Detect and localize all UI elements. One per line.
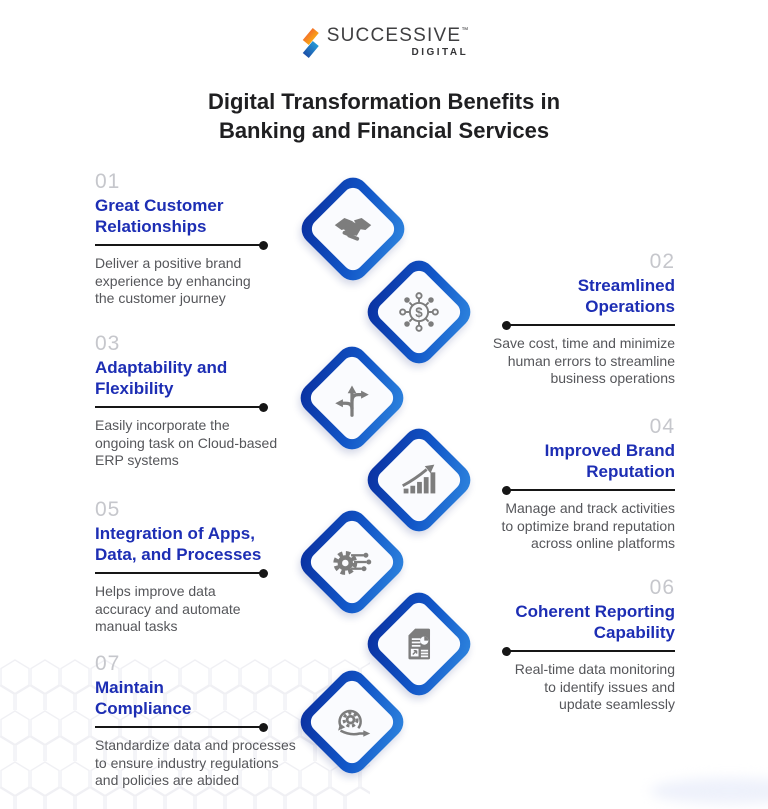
connector-dot xyxy=(259,240,268,250)
connector-line xyxy=(95,402,268,412)
benefit-item-04: 04 Improved Brand Reputation Manage and … xyxy=(465,416,675,553)
benefit-item-02: 02 Streamlined Operations Save cost, tim… xyxy=(465,251,675,388)
trademark-symbol: ™ xyxy=(461,27,469,34)
benefit-diamond-03 xyxy=(294,340,410,456)
brand-sub-name: DIGITAL xyxy=(411,47,469,58)
connector-dot xyxy=(502,320,511,330)
connector-dot xyxy=(502,646,511,656)
gear-circuit-icon xyxy=(333,550,372,575)
item-heading: Streamlined Operations xyxy=(577,276,675,316)
connector-dot xyxy=(259,722,268,732)
diamond-inner xyxy=(306,352,398,444)
connector-dot xyxy=(502,485,511,495)
connector-line xyxy=(95,722,268,732)
benefit-diamond-05 xyxy=(294,504,410,620)
growth-chart-icon xyxy=(402,464,436,494)
svg-text:$: $ xyxy=(415,305,423,320)
item-description: Real-time data monitoring to identify is… xyxy=(514,661,675,713)
item-heading: Integration of Apps, Data, and Processes xyxy=(95,524,262,564)
item-heading: Adaptability and Flexibility xyxy=(95,358,228,398)
logo-mark-icon xyxy=(302,28,319,58)
connector-line xyxy=(95,240,268,250)
item-number: 07 xyxy=(95,652,121,675)
item-heading: Improved Brand Reputation xyxy=(544,441,675,481)
item-number: 04 xyxy=(649,415,675,438)
diamond-inner xyxy=(306,516,398,608)
handshake-icon xyxy=(334,217,372,241)
item-description: Deliver a positive brand experience by e… xyxy=(95,255,251,307)
item-heading: Coherent Reporting Capability xyxy=(515,602,675,642)
page-title: Digital Transformation Benefits in Banki… xyxy=(207,89,561,143)
item-number: 03 xyxy=(95,332,121,355)
benefit-item-07: 07 Maintain Compliance Standardize data … xyxy=(95,653,305,790)
connector-line xyxy=(502,320,675,330)
connector-line xyxy=(95,568,268,578)
diamond-inner xyxy=(306,676,398,768)
benefit-item-06: 06 Coherent Reporting Capability Real-ti… xyxy=(465,577,675,714)
agile-cycle-icon xyxy=(338,709,371,737)
item-number: 05 xyxy=(95,498,121,521)
benefit-item-03: 03 Adaptability and Flexibility Easily i… xyxy=(95,333,305,470)
item-number: 06 xyxy=(649,576,675,599)
diamond-inner xyxy=(307,183,399,275)
item-number: 01 xyxy=(95,170,121,193)
soft-highlight-decoration xyxy=(650,778,768,804)
benefit-diamond-01 xyxy=(295,171,411,287)
item-description: Save cost, time and minimize human error… xyxy=(492,335,675,387)
connector-dot xyxy=(259,402,268,412)
item-description: Manage and track activities to optimize … xyxy=(501,500,675,552)
item-number: 02 xyxy=(649,250,675,273)
item-heading: Great Customer Relationships xyxy=(95,196,224,236)
benefit-item-01: 01 Great Customer Relationships Deliver … xyxy=(95,171,305,308)
diamond-inner xyxy=(373,434,465,526)
report-icon xyxy=(408,628,431,660)
benefit-diamond-06 xyxy=(361,586,477,702)
benefit-diamond-04 xyxy=(361,422,477,538)
connector-dot xyxy=(259,568,268,578)
successive-digital-logo: SUCCESSIVE ™ DIGITAL xyxy=(300,26,468,60)
benefit-diamond-07 xyxy=(294,664,410,780)
benefit-diamond-02: $ xyxy=(361,254,477,370)
item-description: Helps improve data accuracy and automate… xyxy=(95,583,241,635)
benefit-item-05: 05 Integration of Apps, Data, and Proces… xyxy=(95,499,305,636)
brand-name: SUCCESSIVE xyxy=(326,25,462,46)
connector-line xyxy=(502,646,675,656)
branching-arrows-icon xyxy=(335,385,369,417)
item-heading: Maintain Compliance xyxy=(95,678,192,718)
dollar-network-icon: $ xyxy=(399,292,439,332)
diamond-inner: $ xyxy=(373,266,465,358)
diamond-inner xyxy=(373,598,465,690)
item-description: Standardize data and processes to ensure… xyxy=(95,737,296,789)
connector-line xyxy=(502,485,675,495)
item-description: Easily incorporate the ongoing task on C… xyxy=(95,417,278,469)
